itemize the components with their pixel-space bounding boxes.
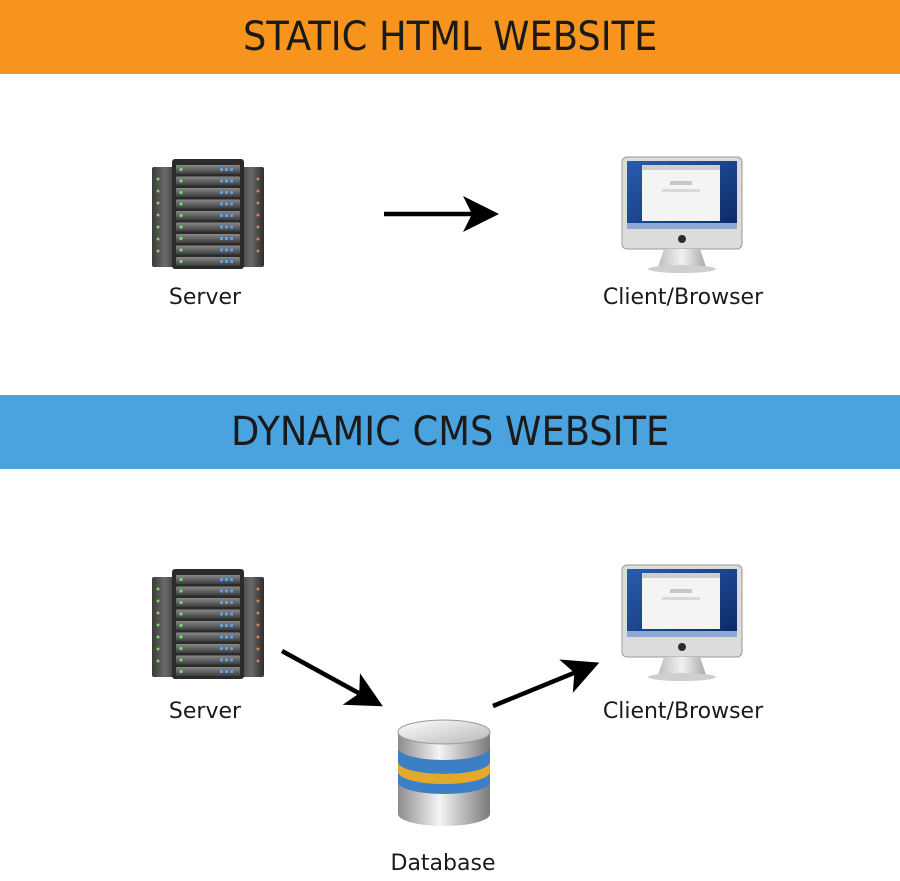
dynamic-section-title: DYNAMIC CMS WEBSITE: [230, 409, 670, 455]
dynamic-server-icon: [152, 569, 264, 679]
static-section-title: STATIC HTML WEBSITE: [242, 14, 658, 60]
static-client-label: Client/Browser: [602, 285, 764, 310]
static-client-icon: [621, 156, 743, 273]
static-server-label: Server: [168, 285, 242, 310]
server-to-database-arrow: [280, 649, 383, 707]
dynamic-section-banner: DYNAMIC CMS WEBSITE: [0, 395, 900, 469]
dynamic-server-label: Server: [168, 699, 242, 724]
static-server-icon: [152, 159, 264, 269]
static-section-banner: STATIC HTML WEBSITE: [0, 0, 900, 74]
database-icon: [397, 719, 491, 826]
dynamic-client-label: Client/Browser: [602, 699, 764, 724]
dynamic-client-icon: [621, 564, 743, 681]
database-label: Database: [390, 851, 496, 876]
